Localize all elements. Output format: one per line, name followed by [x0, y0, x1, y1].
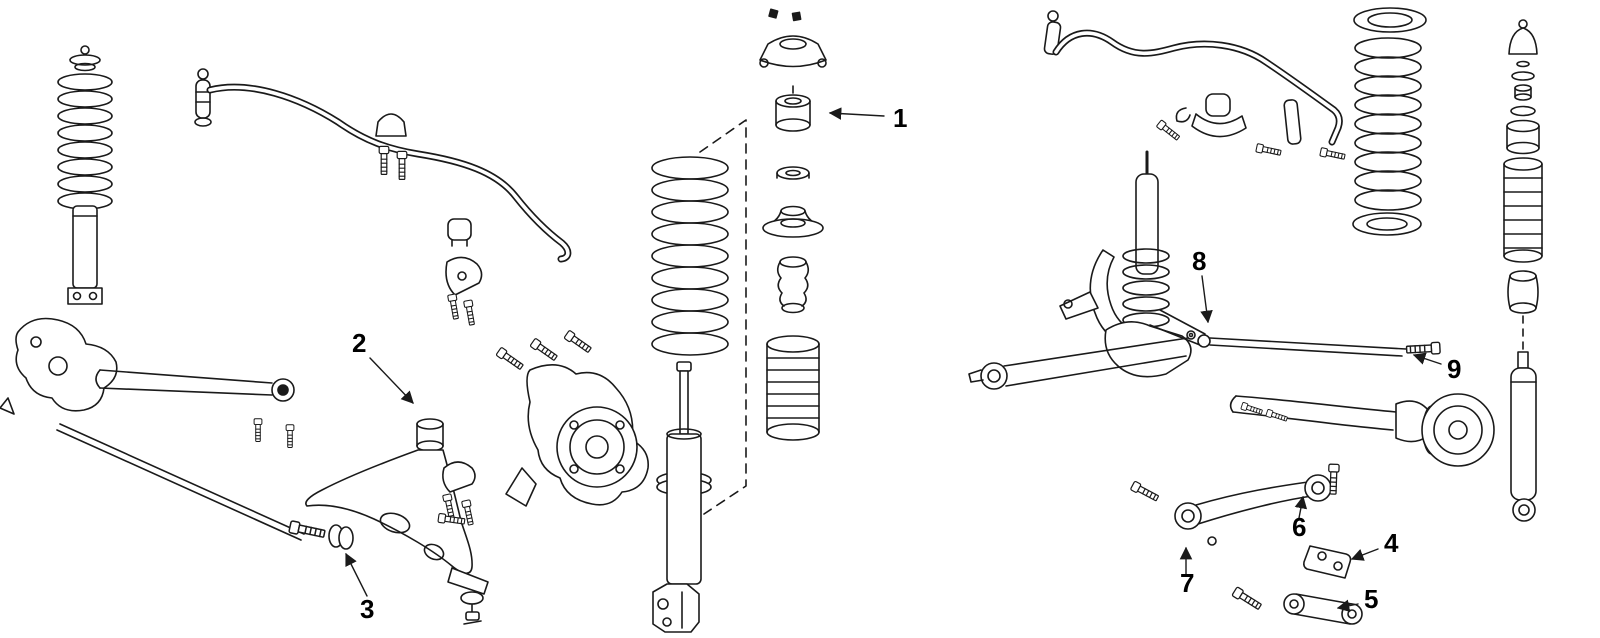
callout-4-label: 4	[1384, 528, 1399, 558]
front-lower-control-arm	[287, 418, 489, 625]
dust-boot	[766, 335, 820, 353]
bolt	[529, 337, 560, 363]
strut-body	[72, 205, 98, 289]
front-steering-knuckle-hub	[495, 329, 649, 507]
rear-lateral-rod	[1186, 330, 1441, 357]
front-strut-mount-stack	[699, 8, 827, 515]
callout-3-arrow	[345, 552, 368, 597]
strut-tube	[666, 433, 702, 585]
front-coil-spring	[651, 156, 729, 356]
bolt	[447, 293, 461, 321]
bump-stop-cap	[1508, 27, 1538, 55]
callout-9-label: 9	[1447, 354, 1461, 384]
dust-cover	[1503, 157, 1543, 171]
piston-rod	[679, 370, 689, 435]
bolt	[1129, 480, 1161, 504]
tension-rod	[99, 369, 273, 396]
front-stabilizer-bar	[194, 68, 572, 327]
front-strut	[652, 361, 712, 633]
rear-strut-trailing-arm	[968, 150, 1206, 390]
bolt	[1231, 586, 1264, 612]
strut-mount	[759, 35, 827, 68]
callout-1-arrow	[828, 107, 885, 120]
spring-seat	[780, 205, 806, 217]
rear-shock-absorber	[1510, 351, 1537, 522]
mount-spacer	[775, 94, 811, 108]
brake-drum	[1421, 393, 1495, 467]
arm-bracket	[442, 461, 476, 493]
lateral-rod	[1209, 337, 1407, 357]
stabilizer-bushing	[447, 218, 472, 241]
rear-shock-mount-stack	[1503, 19, 1543, 353]
callout-3-label: 3	[360, 594, 374, 624]
rear-stabilizer-bar	[1043, 10, 1347, 162]
bolt	[1405, 341, 1441, 357]
bolt	[1255, 143, 1283, 158]
callout-9-arrow	[1412, 352, 1442, 365]
upper-spring-seat	[1353, 7, 1427, 33]
stabilizer-end-link	[1283, 99, 1302, 145]
front-strut-assembly	[57, 45, 113, 305]
trailing-arm	[1003, 337, 1189, 387]
bolt	[1319, 147, 1347, 162]
front-knuckle-tension-rod	[0, 317, 305, 541]
bolt	[1327, 463, 1340, 495]
bolt	[378, 145, 390, 176]
ball-joint-plate	[447, 567, 489, 595]
callout-8-label: 8	[1192, 246, 1206, 276]
bolt	[1265, 408, 1289, 424]
wheel-hub	[556, 406, 638, 488]
arm-bracket	[1104, 321, 1192, 378]
callouts: 1 2 3 4 5 6 7 8 9	[345, 103, 1461, 624]
rear-coil-spring	[1352, 7, 1427, 236]
link-bracket	[1303, 545, 1352, 579]
callout-6-label: 6	[1292, 512, 1306, 542]
bolt	[396, 150, 408, 181]
bearing-washer	[776, 166, 810, 180]
callout-2-label: 2	[352, 328, 366, 358]
callout-2-arrow	[369, 357, 414, 404]
callout-1-label: 1	[893, 103, 907, 133]
stabilizer-bar	[206, 83, 572, 263]
callout-6-arrow	[1294, 495, 1308, 519]
stabilizer-end-link	[195, 79, 211, 119]
rear-strut-body	[1135, 173, 1159, 275]
callout-4-arrow	[1350, 548, 1379, 561]
stabilizer-clamp-bracket	[375, 113, 407, 137]
stabilizer-bracket	[445, 256, 483, 296]
bolt	[495, 346, 526, 372]
callout-7-label: 7	[1180, 568, 1194, 598]
bolt	[1155, 119, 1182, 143]
rear-lower-link-bracket	[1303, 545, 1352, 579]
lower-spring-seat	[1352, 212, 1422, 236]
bolt	[463, 299, 477, 327]
rear-lower-link	[1231, 586, 1363, 625]
bolt	[253, 418, 263, 442]
coil-spring	[57, 73, 113, 91]
rear-axle-beam-hub	[1229, 393, 1495, 467]
link-bushing	[1174, 502, 1202, 530]
strut-bottom-bracket	[652, 583, 700, 633]
stabilizer-bushing	[1205, 93, 1231, 117]
shock-mount	[1506, 119, 1540, 133]
rear-upper-link	[1129, 463, 1340, 546]
stabilizer-link-rod	[56, 423, 305, 541]
bolt	[563, 329, 594, 355]
shock-bushing	[1509, 270, 1537, 282]
assembly-reference-line	[699, 119, 747, 515]
axle-beam	[1232, 395, 1397, 431]
callout-5-arrow	[1336, 599, 1359, 612]
bolt	[285, 424, 295, 448]
bump-stop	[779, 256, 807, 268]
callout-5-label: 5	[1364, 584, 1378, 614]
bracket-wing	[1059, 291, 1099, 320]
callout-8-arrow	[1200, 275, 1213, 324]
stabilizer-bracket	[1191, 113, 1247, 138]
shock-body	[1510, 367, 1537, 501]
